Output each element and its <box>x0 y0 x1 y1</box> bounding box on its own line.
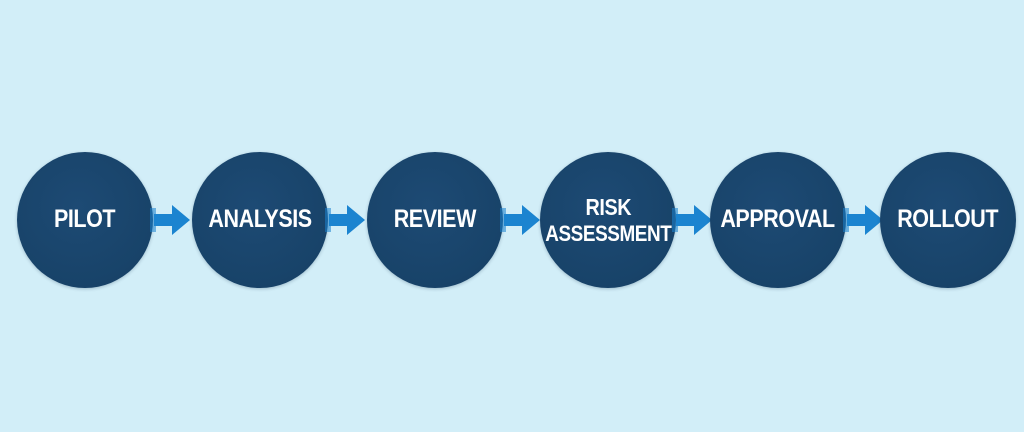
step-label: APPROVAL <box>720 205 836 234</box>
step-analysis: ANALYSIS <box>192 152 328 288</box>
arrow-right-icon <box>843 200 885 240</box>
arrow-right-icon <box>150 200 192 240</box>
step-label: RISK ASSESSMENT <box>545 194 671 246</box>
step-label-line: RISK <box>585 194 631 221</box>
step-pilot: PILOT <box>17 152 153 288</box>
arrow-right-icon <box>672 200 714 240</box>
step-rollout: ROLLOUT <box>880 152 1016 288</box>
arrow-right-icon <box>500 200 542 240</box>
step-label: PILOT <box>54 205 116 234</box>
step-risk-assessment: RISK ASSESSMENT <box>540 152 676 288</box>
step-label: ANALYSIS <box>208 205 312 234</box>
step-label: REVIEW <box>393 205 477 234</box>
arrow-right-icon <box>325 200 367 240</box>
step-label-line: ASSESSMENT <box>544 220 672 246</box>
step-approval: APPROVAL <box>710 152 846 288</box>
step-label: ROLLOUT <box>897 205 999 234</box>
step-review: REVIEW <box>367 152 503 288</box>
